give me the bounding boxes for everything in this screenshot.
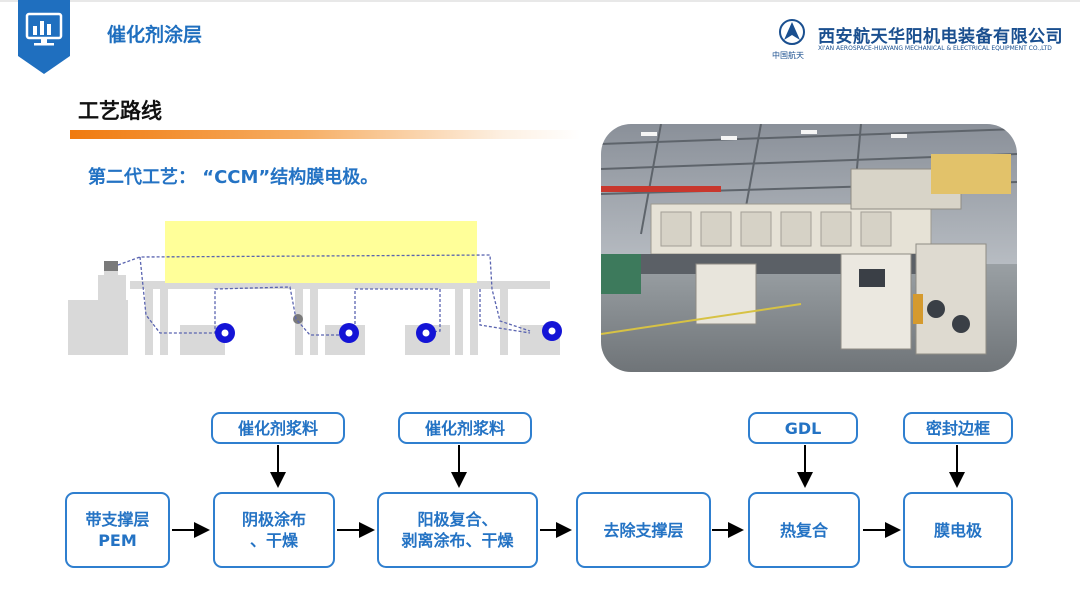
process-flow-arrows xyxy=(172,445,965,538)
top-border xyxy=(0,0,1080,2)
section-subtitle: 第二代工艺： “CCM”结构膜电极。 xyxy=(88,167,379,188)
company-name-en: XI'AN AEROSPACE-HUAYANG MECHANICAL & ELE… xyxy=(818,45,1052,52)
chart-badge-icon xyxy=(18,0,70,74)
step-hot-press: 热复合 xyxy=(748,492,860,568)
dryer-oven xyxy=(165,221,477,283)
input-seal-frame: 密封边框 xyxy=(903,412,1013,444)
cast-label: 中国航天 xyxy=(772,51,804,60)
input-catalyst-slurry-1: 催化剂浆料 xyxy=(211,412,345,444)
step-pem: 带支撑层 PEM xyxy=(65,492,170,568)
title-underline-bar xyxy=(70,130,580,139)
step-mea: 膜电极 xyxy=(903,492,1013,568)
step-remove-support: 去除支撑层 xyxy=(576,492,711,568)
header-title: 催化剂涂层 xyxy=(107,24,203,46)
coating-machine-photo xyxy=(601,124,1017,372)
step-cathode-coating: 阴极涂布 、干燥 xyxy=(213,492,335,568)
cast-logo-icon xyxy=(779,19,805,45)
section-title: 工艺路线 xyxy=(78,99,162,123)
input-catalyst-slurry-2: 催化剂浆料 xyxy=(398,412,532,444)
coating-line-schematic xyxy=(68,221,562,355)
company-name-cn: 西安航天华阳机电装备有限公司 xyxy=(818,27,1063,47)
step-anode-coating: 阳极复合、 剥离涂布、干燥 xyxy=(377,492,538,568)
input-gdl: GDL xyxy=(748,412,858,444)
